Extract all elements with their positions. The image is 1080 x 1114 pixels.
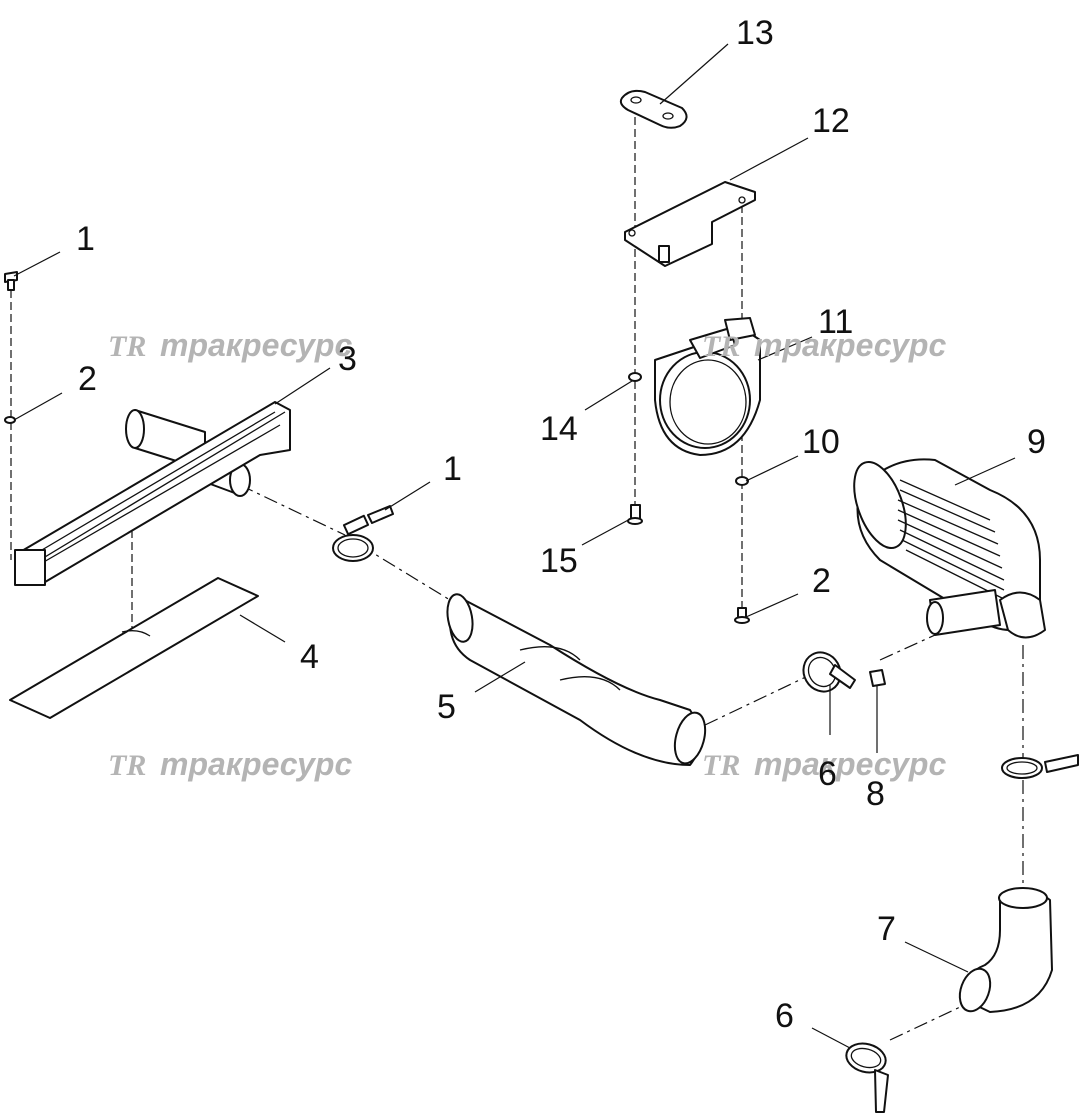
watermark-text: тракресурс [754, 746, 946, 782]
callout-2-right: 2 [812, 562, 831, 600]
fitting-part-8 [869, 669, 886, 687]
band-part-11 [654, 317, 761, 456]
watermark-logo: TR [702, 749, 740, 782]
callout-7: 7 [877, 910, 896, 948]
watermark-text: тракресурс [754, 327, 946, 363]
watermark-bottom-right: TR тракресурс [702, 746, 946, 782]
washer-part-14 [628, 372, 642, 382]
callout-4: 4 [300, 638, 319, 676]
watermark-top-left: TR тракресурс [108, 327, 352, 363]
callout-1-top: 1 [76, 220, 95, 258]
strap-part-13 [619, 89, 688, 129]
callout-3: 3 [338, 340, 357, 378]
washer-part-2 [4, 416, 16, 424]
watermark-top-right: TR тракресурс [702, 327, 946, 363]
air-filter-part-9 [853, 458, 1046, 639]
callout-1-clamp: 1 [443, 450, 462, 488]
assembly-lines [10, 105, 1024, 1041]
bolt-part-2 [734, 607, 750, 624]
clamp-vertical [1001, 754, 1079, 779]
watermark-bottom-left: TR тракресурс [108, 746, 352, 782]
callout-5: 5 [437, 688, 456, 726]
callout-12: 12 [812, 102, 850, 140]
callout-14: 14 [540, 410, 578, 448]
bolt-part-1 [4, 271, 18, 291]
bracket-plate-part-12 [624, 181, 756, 267]
watermark-logo: TR [108, 749, 146, 782]
callout-15: 15 [540, 542, 578, 580]
clamp-part-1 [332, 505, 394, 562]
clamp-part-6b [845, 1042, 889, 1113]
leader-lines [13, 43, 1016, 1049]
watermark-logo: TR [108, 330, 146, 363]
watermark-text: тракресурс [160, 327, 352, 363]
callout-11: 11 [818, 303, 853, 341]
callout-2-left: 2 [78, 360, 97, 398]
callout-6-middle: 6 [818, 755, 837, 793]
callout-10: 10 [802, 423, 840, 461]
plate-part-4 [9, 577, 259, 719]
callout-6-bottom: 6 [775, 997, 794, 1035]
watermark-logo: TR [702, 330, 740, 363]
bolt-part-15 [627, 504, 643, 525]
clamp-part-6a [802, 651, 856, 693]
callout-13: 13 [736, 14, 774, 52]
bracket-part-3 [14, 401, 291, 586]
callout-labels: 1 2 3 4 1 5 13 12 11 14 10 15 9 2 6 8 7 … [76, 14, 1046, 1035]
hose-part-5 [446, 593, 707, 766]
washer-part-10 [735, 476, 749, 486]
callout-9: 9 [1027, 423, 1046, 461]
callout-8: 8 [866, 775, 885, 813]
watermark-text: тракресурс [160, 746, 352, 782]
elbow-part-7 [958, 887, 1053, 1013]
